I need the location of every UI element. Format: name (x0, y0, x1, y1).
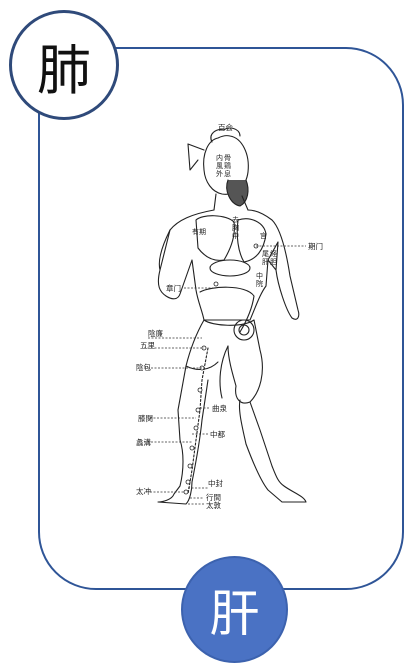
face-label-1: 内 (216, 153, 223, 162)
point-taichong: 太冲 (136, 486, 151, 496)
face-label-3: 外 (216, 169, 223, 178)
belly-label-1: 尾 (262, 250, 269, 258)
right-leg (239, 400, 306, 502)
point-zhongfeng: 中封 (208, 478, 223, 488)
chest-label-2: 胸 (232, 223, 239, 232)
meridian-figure: 百会 内 風 外 骨 鶏 息 去 胸 中 有期 宫 尾 肝 経 胆 中 院 期门… (100, 110, 360, 520)
point-wuli: 五里 (140, 341, 155, 350)
organ-badge-lung: 肺 (9, 10, 119, 120)
chest-label-1: 去 (232, 215, 239, 224)
belly-label-5: 中 (256, 271, 263, 280)
organ-char-bottom: 肝 (210, 574, 260, 646)
belly-label-2: 肝 (262, 258, 269, 266)
label-baihui: 百会 (218, 122, 233, 132)
point-zhongdu: 中都 (210, 429, 225, 439)
organ-badge-liver: 肝 (181, 556, 288, 663)
point-xiguan: 膝関 (138, 413, 153, 423)
right-chest-label: 宫 (260, 231, 267, 240)
face-label-5: 鶏 (224, 161, 231, 170)
left-leg (158, 366, 208, 504)
face-label-2: 風 (216, 162, 223, 170)
face-label-4: 骨 (224, 154, 231, 162)
side-label: 有期 (192, 227, 206, 236)
point-dadun: 太敦 (206, 500, 221, 510)
point-yinbao: 陰包 (136, 362, 151, 372)
point-ququan: 曲泉 (212, 403, 227, 413)
point-yinlian: 陰廉 (148, 328, 163, 338)
belly-label-6: 院 (256, 279, 263, 288)
belly-label-3: 経 (270, 249, 277, 258)
chest-label-3: 中 (232, 231, 239, 240)
point-ligou: 蠡溝 (136, 437, 151, 447)
point-zhangmen: 章门 (166, 283, 181, 293)
belly-label-4: 胆 (270, 258, 277, 266)
point-qimen: 期门 (308, 242, 323, 251)
torso-outline (158, 210, 298, 320)
organ-char-top: 肺 (37, 26, 91, 105)
face-label-6: 息 (224, 169, 231, 178)
